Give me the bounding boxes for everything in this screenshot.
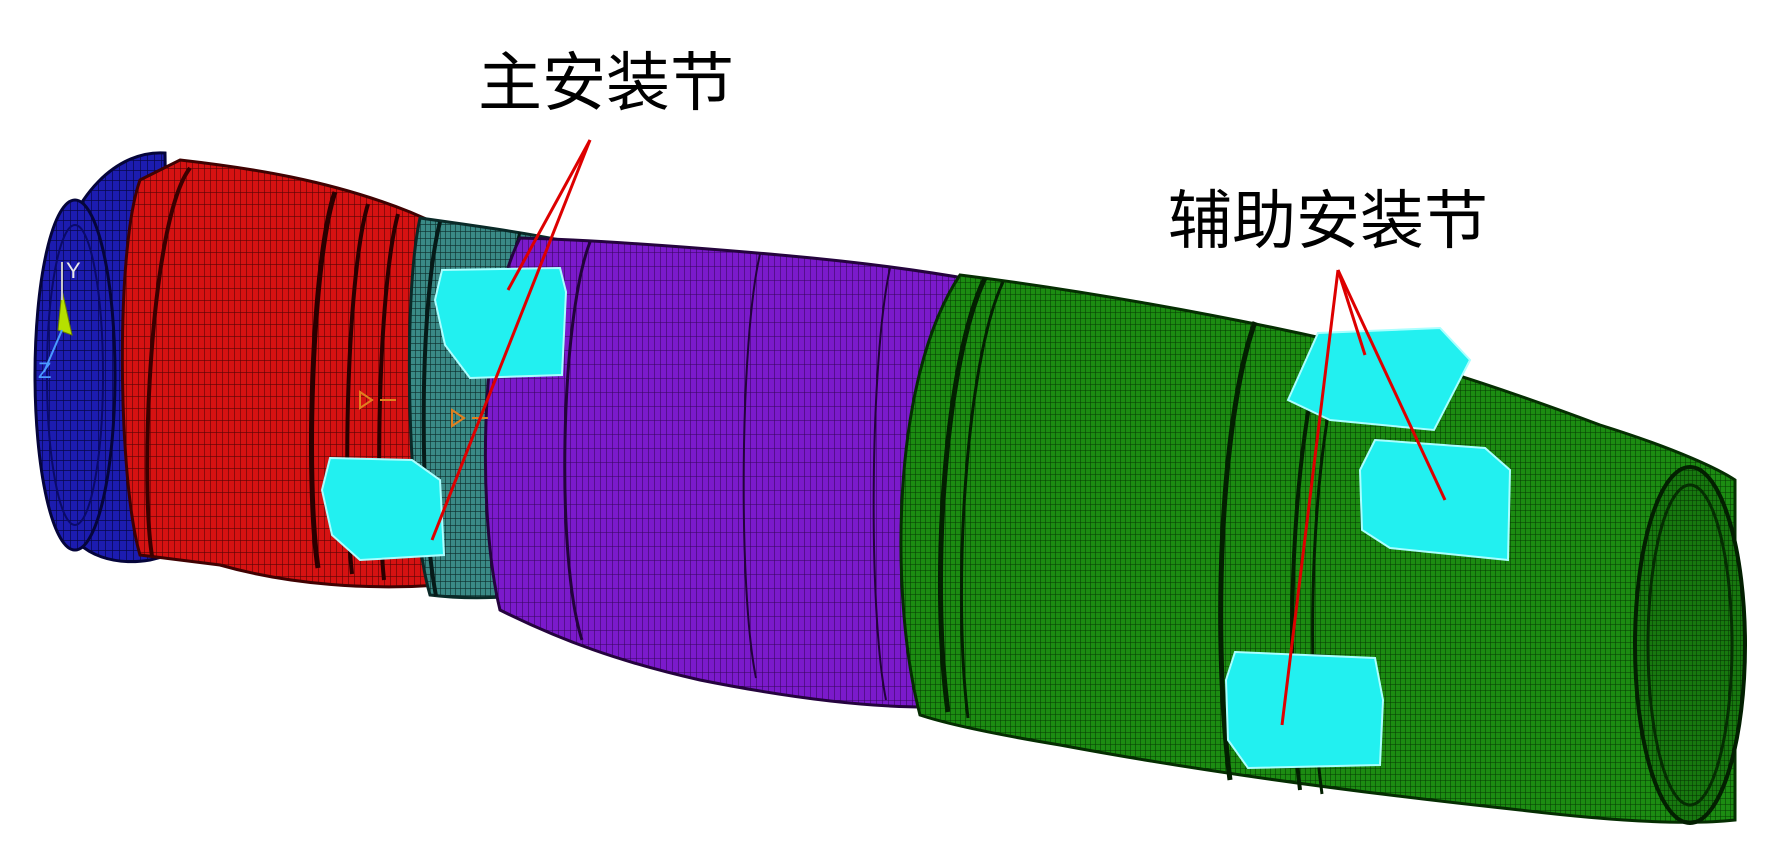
leader-main-2 — [430, 139, 592, 541]
purple-casing-section — [483, 236, 977, 709]
main-mount-label: 主安装节 — [478, 47, 734, 121]
aux-mount-pad-right — [1358, 438, 1512, 562]
aux-mount-label: 辅助安装节 — [1168, 185, 1488, 259]
leader-main-1 — [506, 139, 592, 291]
aux-mount-pad-bottom — [1224, 650, 1385, 770]
green-casing-section — [899, 273, 1747, 825]
axis-y-label: Y — [66, 258, 81, 283]
axis-triad: Y Z — [38, 258, 81, 383]
leader-lines — [430, 139, 1447, 726]
axis-z-label: Z — [38, 358, 51, 383]
leader-aux-1 — [1336, 269, 1367, 356]
main-mount-pad-lower — [320, 456, 446, 562]
main-mount-pad-upper — [433, 266, 568, 380]
leader-aux-3 — [1280, 269, 1340, 726]
aux-mount-pad-top — [1286, 326, 1472, 432]
mount-pads — [320, 266, 1512, 770]
leader-aux-2 — [1336, 269, 1447, 501]
